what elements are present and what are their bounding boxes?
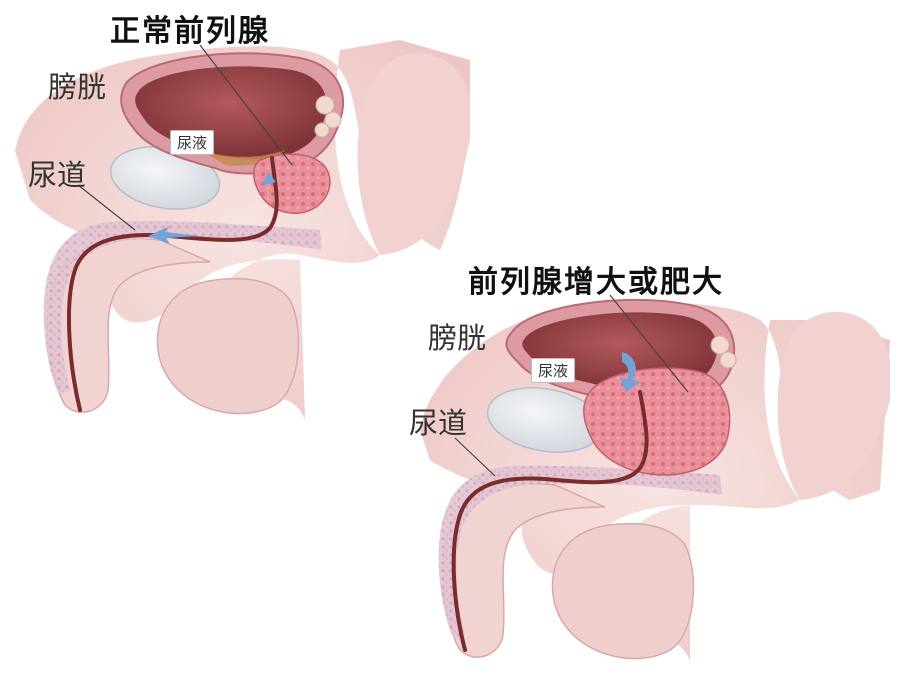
flow-arrow [620, 352, 640, 392]
normal-bladder-label: 膀胱 [48, 70, 107, 104]
spongy-tissue [43, 220, 322, 395]
flow-arrow [262, 172, 276, 186]
scrotum-shape [551, 522, 695, 660]
enlarged-title: 前列腺增大或肥大 [468, 265, 724, 300]
spongy-tissue [438, 465, 722, 640]
buttock-shape [357, 53, 470, 255]
flow-arrow [148, 226, 200, 244]
enlarged-anatomy [420, 294, 890, 660]
enlarged-urethra-label: 尿道 [409, 406, 468, 440]
normal-title: 正常前列腺 [110, 14, 270, 49]
prostate-enlarged [583, 367, 731, 476]
seminal-vesicle [314, 95, 342, 138]
urethra-enlarged [451, 390, 649, 652]
normal-urine-tag: 尿液 [170, 130, 215, 155]
scrotum-shape [156, 277, 300, 415]
title-pointer [199, 44, 293, 166]
enlarged-bladder-label: 膀胱 [428, 321, 487, 355]
enlarged-urine-tag: 尿液 [531, 358, 576, 383]
urethra-pointer [77, 184, 136, 231]
seminal-vesicle [710, 335, 737, 369]
normal-urethra-label: 尿道 [28, 158, 87, 192]
normal-anatomy [15, 40, 470, 420]
buttock-shape [777, 311, 890, 500]
urethra-pointer [454, 437, 496, 477]
title-pointer [609, 294, 689, 393]
